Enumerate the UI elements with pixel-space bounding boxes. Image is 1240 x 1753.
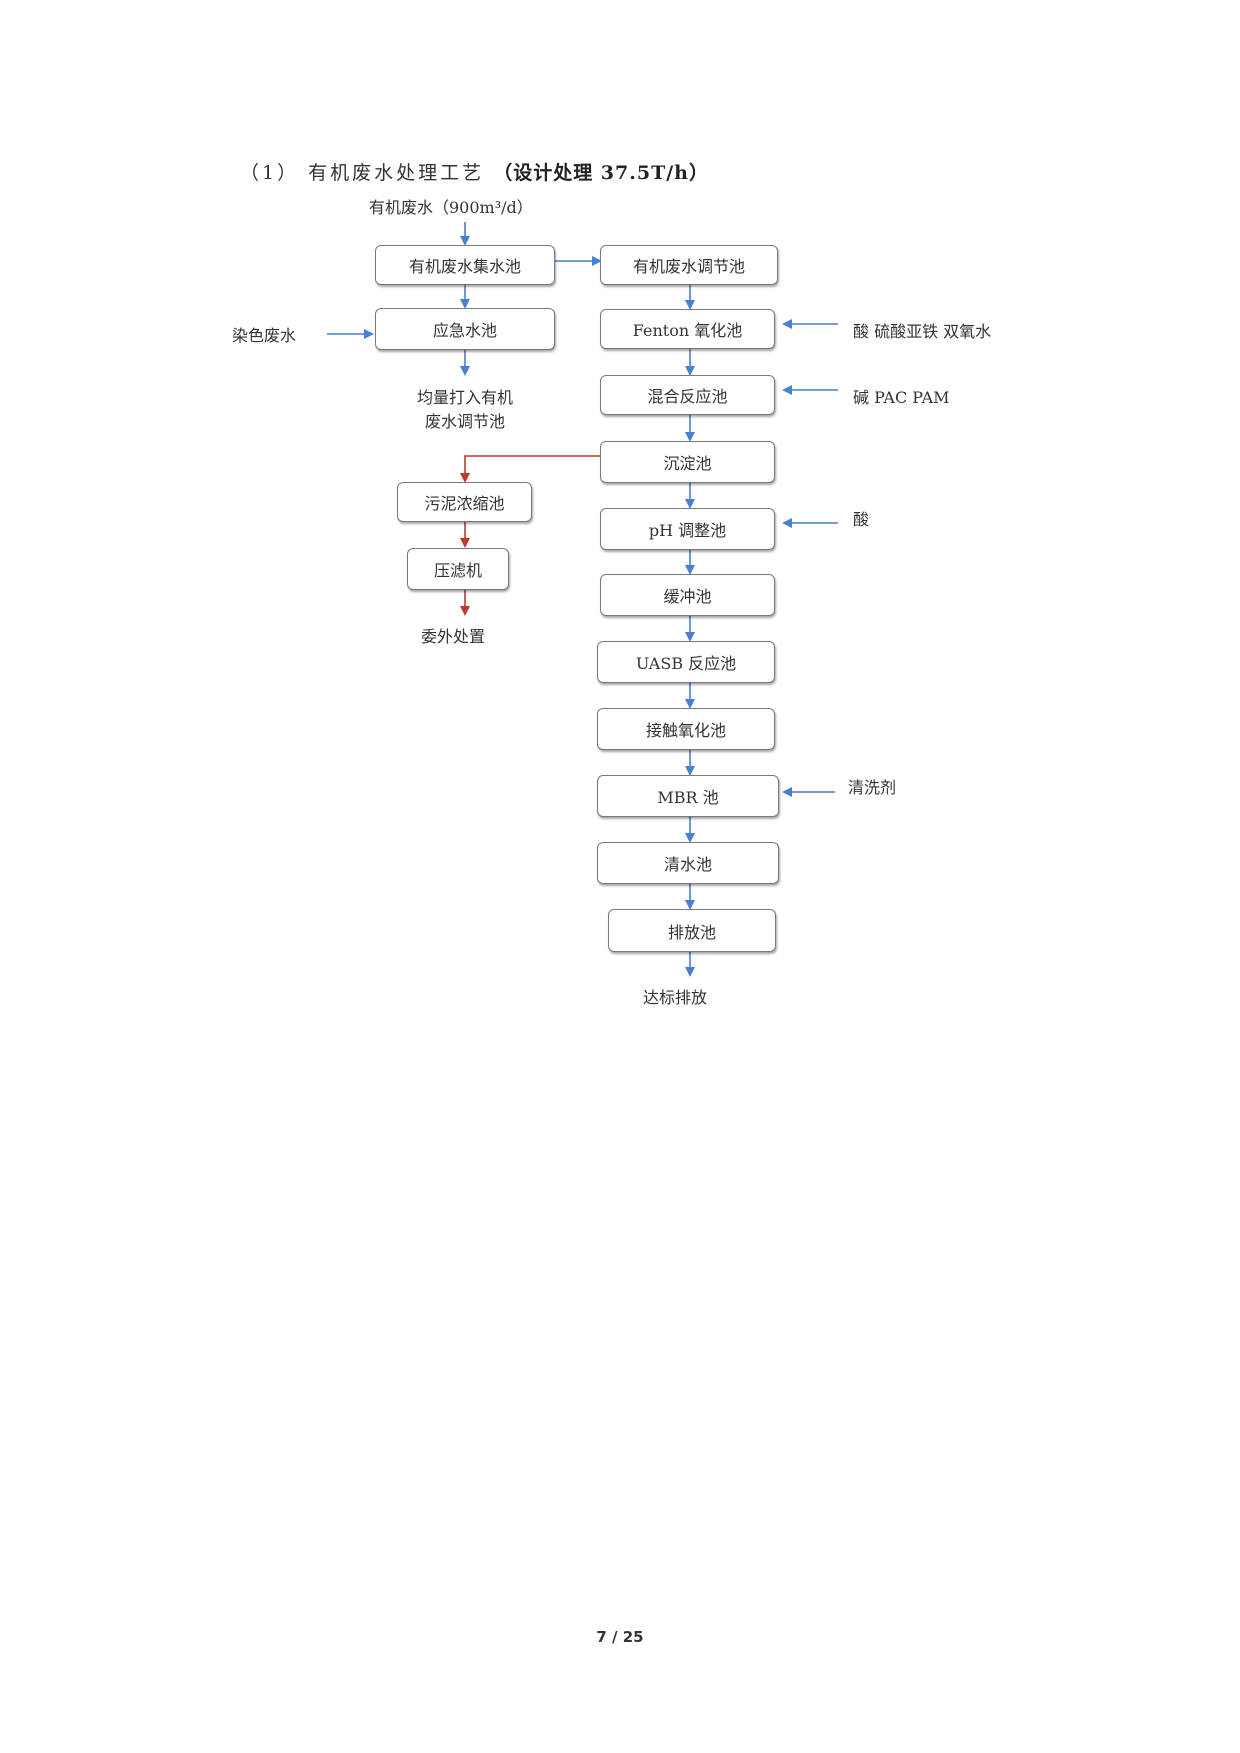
return-note-line1: 均量打入有机: [416, 388, 513, 407]
sedimentation-label: 沉淀池: [663, 454, 712, 473]
discharge-pool-label: 排放池: [667, 922, 716, 942]
mbr-box: MBR 池: [597, 775, 779, 817]
filter-press-box: 压滤机: [407, 548, 509, 590]
uasb-label: UASB 反应池: [635, 654, 737, 673]
ph-adjust-label: pH 调整池: [648, 521, 727, 540]
sludge-thickener-box: 污泥浓缩池: [397, 482, 532, 522]
equalization-box: 有机废水调节池: [600, 245, 778, 285]
discharge-pool-box: 排放池: [608, 909, 776, 952]
mbr-reagent-label: 清洗剂: [848, 778, 897, 797]
fenton-reagents-label: 酸 硫酸亚铁 双氧水: [853, 322, 992, 341]
arrow-sedimentation-to-sludge: [460, 455, 600, 483]
mixing-label: 混合反应池: [647, 387, 728, 406]
ph-adjust-box: pH 调整池: [600, 508, 775, 550]
buffer-label: 缓冲池: [663, 587, 712, 606]
compliant-discharge-label: 达标排放: [643, 988, 708, 1007]
collect-pool-box: 有机废水集水池: [375, 245, 555, 285]
sedimentation-box: 沉淀池: [600, 441, 775, 483]
clear-water-box: 清水池: [597, 842, 779, 884]
page-number: 7 / 25: [596, 1628, 644, 1646]
dye-wastewater-label: 染色废水: [232, 326, 297, 345]
contact-oxidation-label: 接触氧化池: [645, 721, 726, 740]
collect-pool-label: 有机废水集水池: [408, 257, 521, 276]
return-note-line2: 废水调节池: [424, 412, 505, 431]
mbr-label: MBR 池: [657, 788, 719, 807]
section-title-text: （1） 有机废水处理工艺: [240, 162, 485, 184]
fenton-label: Fenton 氧化池: [632, 321, 743, 340]
fenton-box: Fenton 氧化池: [600, 309, 775, 349]
section-title: （1） 有机废水处理工艺 （设计处理 37.5T/h）: [240, 158, 709, 185]
filter-press-label: 压滤机: [433, 561, 482, 580]
emergency-pool-box: 应急水池: [375, 308, 555, 350]
mixing-reagents-label: 碱 PAC PAM: [853, 388, 950, 407]
sludge-thickener-label: 污泥浓缩池: [424, 494, 505, 513]
return-note: 均量打入有机 废水调节池: [395, 384, 535, 432]
uasb-box: UASB 反应池: [597, 641, 775, 683]
ph-reagent-label: 酸: [853, 510, 870, 529]
equalization-label: 有机废水调节池: [632, 257, 745, 276]
emergency-pool-label: 应急水池: [432, 321, 497, 340]
mixing-box: 混合反应池: [600, 375, 775, 415]
contact-oxidation-box: 接触氧化池: [597, 708, 775, 750]
clear-water-label: 清水池: [663, 855, 712, 874]
buffer-box: 缓冲池: [600, 574, 775, 616]
input-label: 有机废水（900m³/d）: [369, 198, 533, 217]
outsourced-disposal-label: 委外处置: [421, 627, 486, 646]
section-title-capacity: （设计处理 37.5T/h）: [493, 162, 709, 184]
